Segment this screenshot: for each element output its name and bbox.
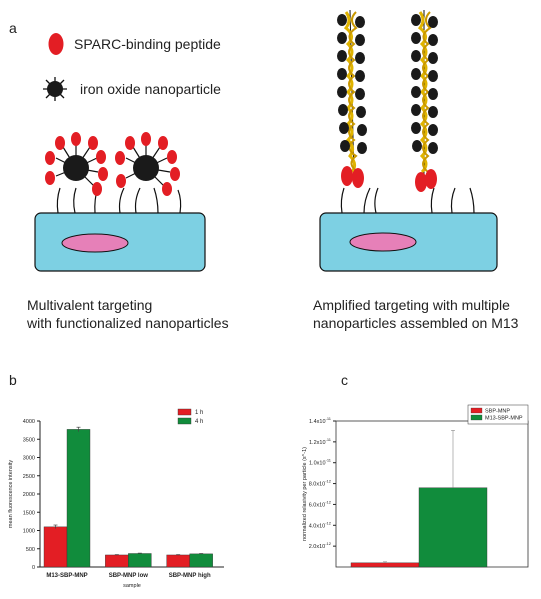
bar [43,526,68,568]
functionalized-nanoparticle-2 [115,132,180,196]
functionalized-nanoparticle-1 [45,132,108,196]
y-tick-mantissa: 2.0x10 [309,544,326,550]
caption-left: Multivalent targeting with functionalize… [27,296,229,332]
y-tick-label: 1000 [23,529,35,535]
y-tick-label: 8.0x10-12 [309,479,332,488]
bar [189,553,213,568]
peptide-legend-label: SPARC-binding peptide [74,36,221,52]
legend-label: M13-SBP-MNP [485,416,523,422]
y-tick-label: 6.0x10-12 [309,499,332,508]
m13-phage-2 [411,10,438,192]
legend-swatch [470,414,483,421]
bar [418,487,488,568]
y-tick-exponent: -12 [325,541,332,546]
y-tick-label: 2.0x10-12 [309,541,332,550]
y-tick-exponent: -11 [326,416,332,421]
caption-right: Amplified targeting with multiple nanopa… [313,296,518,332]
y-tick-label: 3000 [23,456,35,462]
nanoparticle-legend-icon [43,77,67,101]
caption-right-line-1: Amplified targeting with multiple [313,297,510,313]
legend-box [467,404,529,425]
x-axis-label: sample [123,583,141,589]
legend-swatch [470,407,483,414]
nanoparticle-legend-label: iron oxide nanoparticle [80,81,221,97]
caption-left-line-1: Multivalent targeting [27,297,153,313]
y-tick-exponent: -12 [325,520,332,525]
bar [350,562,420,568]
legend-swatch [177,417,192,425]
legend-label: 4 h [195,419,203,425]
y-tick-label: 0 [32,565,35,571]
bar [128,553,152,568]
y-tick-label: 500 [26,547,35,553]
nucleus-right [349,232,417,252]
y-tick-label: 4.0x10-12 [309,520,332,529]
y-tick-label: 1.0x10-11 [309,458,332,467]
nucleus-left [61,233,129,253]
y-tick-mantissa: 1.2x10 [309,440,326,446]
y-tick-label: 1.2x10-11 [309,437,332,446]
y-tick-exponent: -12 [325,479,332,484]
legend-label: 1 h [195,410,203,416]
legend-label: SBP-MNP [485,409,510,415]
y-tick-label: 2000 [23,492,35,498]
panel-letter-b: b [9,372,17,388]
y-tick-exponent: -11 [326,458,332,463]
x-tick-label: M13-SBP-MNP [46,573,87,579]
y-tick-mantissa: 1.4x10 [309,419,326,425]
y-tick-label: 4000 [23,419,35,425]
y-tick-label: 1.4x10-11 [309,416,332,425]
panel-letter-a: a [9,20,17,36]
y-axis-label: mean fluorescence intensity [8,460,14,528]
caption-left-line-2: with functionalized nanoparticles [27,315,229,331]
cell-left [34,185,206,272]
m13-phage-1 [337,9,367,188]
y-tick-mantissa: 6.0x10 [309,502,326,508]
y-tick-label: 2500 [23,474,35,480]
y-tick-exponent: -11 [326,437,332,442]
x-tick-label: SBP-MNP high [169,573,211,579]
diagram-panel-a [34,9,498,272]
x-tick-label: SBP-MNP low [109,573,149,579]
y-tick-label: 1500 [23,510,35,516]
y-tick-label: 3500 [23,437,35,443]
y-tick-exponent: -12 [325,499,332,504]
y-tick-mantissa: 8.0x10 [309,482,326,488]
chart-fluorescence: 0 500 1000 1500 2000 2500 3000 3500 4000 mean flu… [8,408,224,589]
panel-letter-c: c [341,372,348,388]
legend-swatch [177,408,192,416]
bar [66,429,91,568]
caption-right-line-2: nanoparticles assembled on M13 [313,315,519,331]
y-tick-mantissa: 4.0x10 [309,523,326,529]
bar [105,554,129,568]
y-tick-mantissa: 1.0x10 [309,461,326,467]
bar [166,554,190,568]
y-axis-label: normalized relaxivity per particle (s^-1… [302,447,308,541]
peptide-legend-icon [48,33,64,55]
chart-relaxivity: 2.0x10-124.0x10-126.0x10-128.0x10-121.0x… [302,404,529,568]
cell-right [319,187,498,272]
